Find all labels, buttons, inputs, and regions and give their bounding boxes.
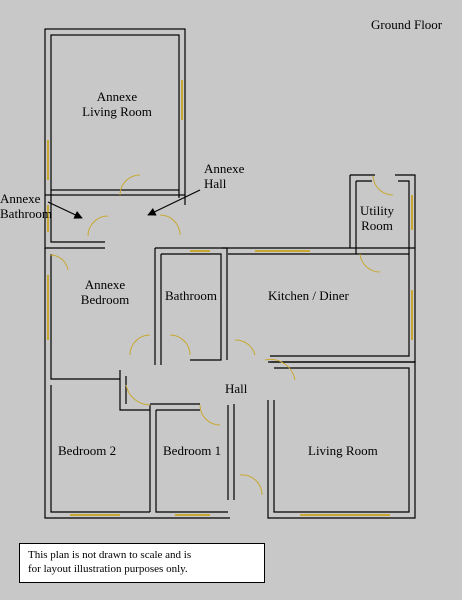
disclaimer-line2: for layout illustration purposes only. [28, 563, 188, 575]
bathroom-label: Bathroom [165, 288, 217, 303]
annexe-bathroom-arrow [47, 201, 83, 219]
utility-line2: Room [361, 218, 393, 233]
annexe-hall-line2: Hall [204, 176, 227, 191]
annexe-bathroom-label: Annexe Bathroom [0, 191, 52, 221]
windows [47, 80, 413, 516]
annexe-bedroom-line1: Annexe [84, 277, 126, 292]
doors [49, 174, 394, 496]
annexe-bedroom-label: Annexe Bedroom [81, 277, 129, 307]
hall-label: Hall [225, 381, 248, 396]
utility-room-label: Utility Room [360, 203, 394, 233]
annexe-hall-label: Annexe Hall [204, 161, 244, 191]
walls [44, 28, 416, 519]
annexe-living-room-label: Annexe Living Room [82, 89, 152, 119]
annexe-hall-arrow [147, 189, 201, 216]
living-room-label: Living Room [308, 443, 378, 458]
arrows [47, 189, 201, 219]
disclaimer-line1: This plan is not drawn to scale and is [28, 549, 192, 561]
disclaimer-note: This plan is not drawn to scale and is f… [19, 543, 265, 583]
annexe-bedroom-line2: Bedroom [80, 292, 130, 307]
bedroom-1-label: Bedroom 1 [163, 443, 222, 458]
bedroom-2-label: Bedroom 2 [58, 443, 117, 458]
utility-line1: Utility [360, 203, 394, 218]
floor-title: Ground Floor [371, 17, 443, 32]
annexe-bathroom-line1: Annexe [0, 191, 41, 206]
annexe-living-line2: Living Room [82, 104, 152, 119]
kitchen-diner-label: Kitchen / Diner [268, 288, 349, 303]
annexe-living-line1: Annexe [96, 89, 138, 104]
annexe-hall-line1: Annexe [204, 161, 245, 176]
annexe-bathroom-line2: Bathroom [0, 206, 52, 221]
